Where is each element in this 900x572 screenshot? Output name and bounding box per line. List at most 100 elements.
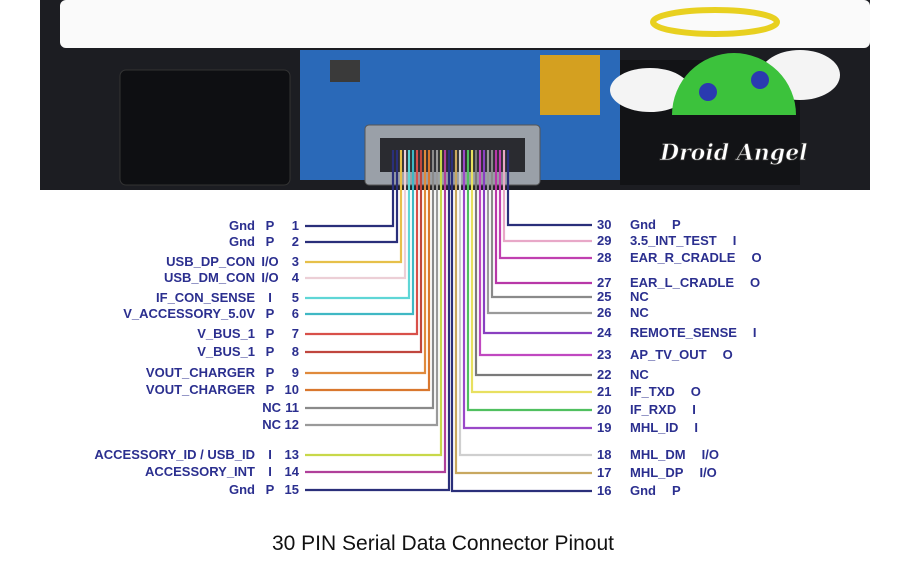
wire-pin-11 <box>305 150 435 410</box>
wire-pin-8 <box>305 150 423 354</box>
wire-pin-19 <box>462 150 592 430</box>
pin-number: 16 <box>597 483 611 498</box>
wire-pin-10 <box>305 150 431 392</box>
wire-pin-26 <box>486 150 592 315</box>
pin-number: 22 <box>597 367 611 382</box>
pin-number: 17 <box>597 465 611 480</box>
pin-type: O <box>750 275 760 290</box>
wire-pin-6 <box>305 150 415 316</box>
wire-pin-28 <box>498 150 592 260</box>
pin-number: 19 <box>597 420 611 435</box>
pin-name: NC <box>630 289 649 304</box>
pin-name: 3.5_INT_TEST <box>630 233 717 248</box>
android-eye-icon <box>751 71 769 89</box>
pin-labels: 1PGnd2PGnd3I/OUSB_DP_CON4I/OUSB_DM_CON5I… <box>94 217 761 498</box>
pin-number: 15 <box>285 482 299 497</box>
pin-name: EAR_R_CRADLE <box>630 250 736 265</box>
wire-pin-21 <box>470 150 592 394</box>
pin-name: USB_DM_CON <box>164 270 255 285</box>
pin-number: 5 <box>292 290 299 305</box>
pin-type: I <box>694 420 698 435</box>
pin-name: Gnd <box>229 234 255 249</box>
pin-name: USB_DP_CON <box>166 254 255 269</box>
pin-type: I <box>733 233 737 248</box>
pin-number: 23 <box>597 347 611 362</box>
pin-type: I <box>692 402 696 417</box>
pin-type: O <box>723 347 733 362</box>
pin-type: P <box>266 382 275 397</box>
pin-type: P <box>672 483 681 498</box>
wire-pin-2 <box>305 150 399 244</box>
pin-number: 20 <box>597 402 611 417</box>
wire-pin-25 <box>490 150 592 299</box>
pin-number: 14 <box>285 464 300 479</box>
pin-name: VOUT_CHARGER <box>146 365 256 380</box>
pin-name: MHL_ID <box>630 420 678 435</box>
pin-number: 11 <box>285 400 299 415</box>
pin-number: 1 <box>292 218 299 233</box>
wires <box>305 150 592 493</box>
pin-name: IF_TXD <box>630 384 675 399</box>
pin-number: 27 <box>597 275 611 290</box>
pin-name: NC <box>262 417 281 432</box>
pin-type: P <box>266 365 275 380</box>
pin-number: 26 <box>597 305 611 320</box>
pin-name: IF_RXD <box>630 402 676 417</box>
pin-name: NC <box>630 367 649 382</box>
wing-left-icon <box>610 68 690 112</box>
pin-number: 24 <box>597 325 612 340</box>
pin-name: V_ACCESSORY_5.0V <box>123 306 255 321</box>
pin-type: P <box>672 217 681 232</box>
pin-name: Gnd <box>630 483 656 498</box>
pin-name: VOUT_CHARGER <box>146 382 256 397</box>
chip <box>330 60 360 82</box>
pin-name: V_BUS_1 <box>197 326 255 341</box>
pin-name: AP_TV_OUT <box>630 347 707 362</box>
pin-name: Gnd <box>630 217 656 232</box>
wire-pin-15 <box>305 150 451 492</box>
pin-number: 30 <box>597 217 611 232</box>
wire-pin-4 <box>305 150 407 280</box>
wire-pin-13 <box>305 150 443 457</box>
pin-number: 18 <box>597 447 611 462</box>
android-head-icon <box>672 53 796 115</box>
pin-name: REMOTE_SENSE <box>630 325 737 340</box>
pin-type: I/O <box>261 254 278 269</box>
pin-name: ACCESSORY_ID / USB_ID <box>94 447 255 462</box>
pin-name: V_BUS_1 <box>197 344 255 359</box>
pin-number: 13 <box>285 447 299 462</box>
wire-pin-7 <box>305 150 419 336</box>
pin-type: O <box>691 384 701 399</box>
pin-type: I <box>268 447 272 462</box>
pin-type: P <box>266 482 275 497</box>
pin-type: I <box>268 464 272 479</box>
pin-name: ACCESSORY_INT <box>145 464 255 479</box>
halo-icon <box>650 7 780 37</box>
wire-pin-24 <box>482 150 592 335</box>
wire-pin-3 <box>305 150 403 264</box>
pin-number: 7 <box>292 326 299 341</box>
pin-type: P <box>266 306 275 321</box>
pin-type: I <box>753 325 757 340</box>
wire-pin-9 <box>305 150 427 375</box>
pin-type: P <box>266 218 275 233</box>
wire-pin-22 <box>474 150 592 377</box>
android-eye-icon <box>699 83 717 101</box>
wire-pin-18 <box>458 150 592 457</box>
wire-pin-5 <box>305 150 411 300</box>
pin-number: 12 <box>285 417 299 432</box>
pin-number: 10 <box>285 382 299 397</box>
wire-pin-17 <box>454 150 592 475</box>
pin-name: NC <box>630 305 649 320</box>
pin-number: 3 <box>292 254 299 269</box>
pin-name: NC <box>262 400 281 415</box>
wire-pin-23 <box>478 150 592 357</box>
wire-pin-29 <box>502 150 592 243</box>
pin-number: 6 <box>292 306 299 321</box>
pin-name: EAR_L_CRADLE <box>630 275 734 290</box>
pin-number: 4 <box>292 270 300 285</box>
pin-name: IF_CON_SENSE <box>156 290 255 305</box>
pin-type: P <box>266 344 275 359</box>
